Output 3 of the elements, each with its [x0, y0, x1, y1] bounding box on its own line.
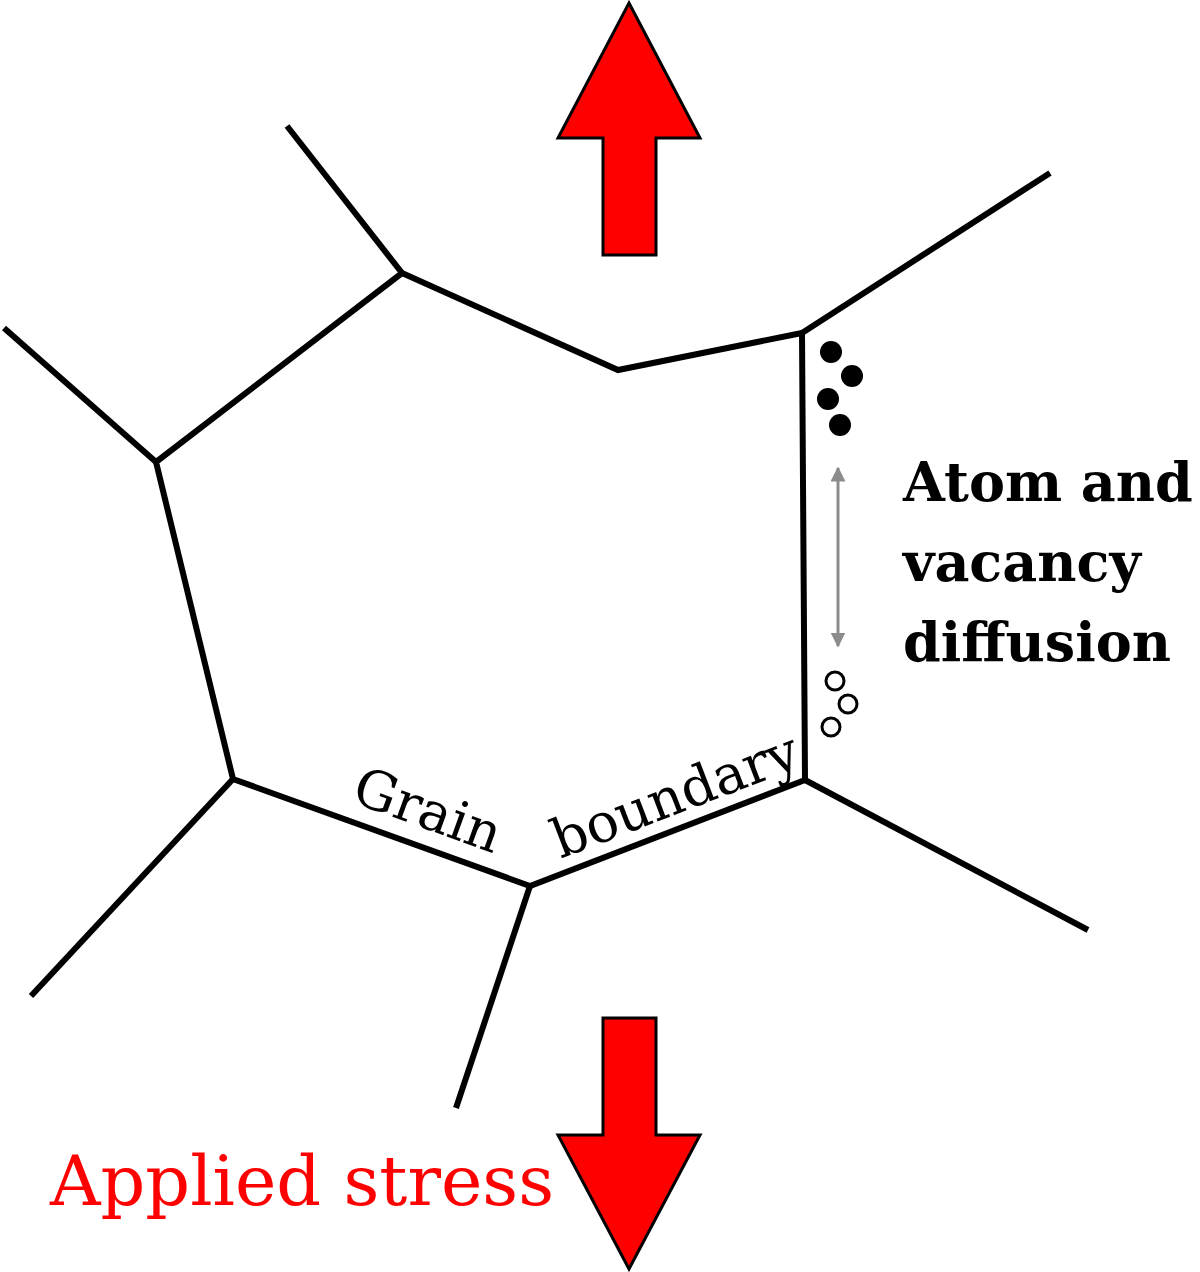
diffusion-label: Atom and vacancy diffusion: [903, 449, 1193, 676]
stress-label: Applied stress: [50, 1140, 555, 1222]
grain-boundary-label: Grain: [345, 754, 511, 866]
